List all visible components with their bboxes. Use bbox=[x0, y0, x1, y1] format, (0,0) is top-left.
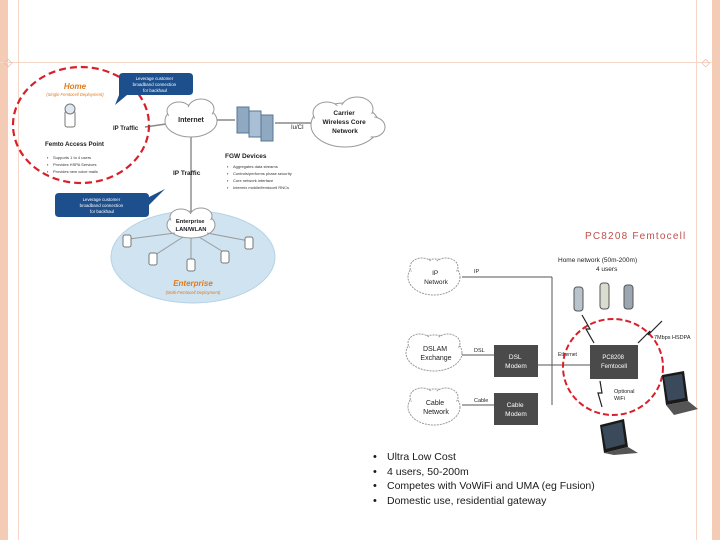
carrier-label: Carrier Wireless Core Network bbox=[322, 110, 367, 135]
svg-text:▪: ▪ bbox=[227, 178, 229, 183]
wireless-link-icon bbox=[581, 314, 595, 344]
svg-text:Aggregates data streams: Aggregates data streams bbox=[233, 164, 278, 169]
diamond-decoration: ◇ bbox=[4, 57, 13, 69]
slide-right-accent bbox=[712, 0, 720, 540]
svg-text:Provides new voice mails: Provides new voice mails bbox=[53, 169, 98, 174]
enterprise-femto-icons bbox=[122, 232, 254, 272]
frame-line-right bbox=[696, 0, 697, 540]
cable-network-label: Cable Network bbox=[423, 400, 449, 416]
laptop-icon bbox=[662, 371, 698, 415]
svg-text:▪: ▪ bbox=[47, 162, 49, 167]
home-bullets: ▪ Supports 1 to 4 users ▪ Provides HSPA … bbox=[47, 155, 98, 174]
optional-wifi-label: Optional WiFi bbox=[614, 389, 636, 402]
svg-text:▪: ▪ bbox=[227, 171, 229, 176]
enterprise-callout: Leverage customer broadband connection f… bbox=[55, 189, 165, 217]
svg-text:Core network interface: Core network interface bbox=[233, 178, 274, 183]
fgw-servers-icon bbox=[236, 106, 274, 142]
ip-traffic-top-label: IP Traffic bbox=[113, 126, 139, 132]
enterprise-lan-label: Enterprise LAN/WLAN bbox=[176, 219, 207, 233]
frame-line-left bbox=[18, 0, 19, 540]
ip-link-label: IP bbox=[474, 269, 480, 275]
home-users-label: 4 users bbox=[596, 266, 618, 273]
femtocell-highlight-circle bbox=[562, 318, 664, 416]
svg-text:Intermix mobile/femtocell RNCs: Intermix mobile/femtocell RNCs bbox=[233, 185, 289, 190]
bullet-item: Ultra Low Cost bbox=[370, 450, 700, 465]
fgw-label: FGW Devices bbox=[225, 153, 267, 160]
cable-network-cloud bbox=[407, 387, 461, 426]
pc8208-femtocell-diagram: PC8208 Femtocell Home network (50m-200m)… bbox=[405, 231, 698, 455]
femtocell-box-label: PC8208 Femtocell bbox=[601, 355, 627, 370]
svg-text:Controls/performs phase securi: Controls/performs phase security bbox=[233, 171, 292, 176]
enterprise-subtitle: (Multi-Femtocell Deployment) bbox=[166, 290, 221, 295]
dsl-modem-label: DSL Modem bbox=[505, 354, 527, 370]
dslam-cloud bbox=[405, 333, 463, 372]
wireless-link-icon bbox=[597, 380, 603, 408]
iucs-label: Iu/CI bbox=[291, 125, 304, 131]
carrier-core-cloud bbox=[310, 96, 386, 148]
home-highlight-circle bbox=[11, 65, 151, 185]
cable-link-label: Cable bbox=[474, 398, 488, 404]
internet-label: Internet bbox=[178, 117, 204, 124]
cable-modem-label: Cable Modem bbox=[505, 402, 527, 418]
svg-text:Provides HSPA Services: Provides HSPA Services bbox=[53, 162, 97, 167]
ip-network-label: IP Network bbox=[424, 270, 449, 286]
bullet-item: Domestic use, residential gateway bbox=[370, 494, 700, 509]
slide-left-accent bbox=[0, 0, 8, 540]
svg-text:▪: ▪ bbox=[47, 169, 49, 174]
fgw-bullets: ▪ Aggregates data streams ▪ Controls/per… bbox=[227, 164, 292, 190]
feature-bullet-list: Ultra Low Cost 4 users, 50-200m Competes… bbox=[370, 450, 700, 508]
svg-text:▪: ▪ bbox=[227, 185, 229, 190]
svg-text:Leverage customer broadb: Leverage customer broadband connection f… bbox=[133, 76, 178, 93]
dsl-modem-box bbox=[494, 345, 538, 377]
femtocell-box bbox=[590, 345, 638, 379]
ethernet-label: Ethernet bbox=[558, 352, 578, 358]
home-title: Home bbox=[64, 82, 87, 91]
mobile-phones-icon bbox=[573, 282, 634, 312]
ip-network-cloud bbox=[407, 257, 461, 296]
frame-line-top bbox=[0, 62, 720, 63]
home-callout: Leverage customer broadband connection f… bbox=[115, 73, 193, 105]
enterprise-lan-cloud bbox=[166, 207, 216, 239]
svg-text:Leverage customer broadb: Leverage customer broadband connection f… bbox=[80, 197, 125, 214]
dslam-label: DSLAM Exchange bbox=[420, 346, 451, 362]
bullet-item: Competes with VoWiFi and UMA (eg Fusion) bbox=[370, 479, 700, 494]
femtocell-network-diagram: Internet Carrier Wireless Core Network I… bbox=[11, 65, 386, 304]
ip-traffic-mid-label: IP Traffic bbox=[173, 170, 201, 177]
femto-access-point-icon bbox=[64, 103, 76, 128]
home-network-label: Home network (50m-200m) bbox=[558, 257, 637, 264]
home-subtitle: (Single Femtocell Deployment) bbox=[46, 92, 104, 97]
cable-modem-box bbox=[494, 393, 538, 425]
wireless-link-icon bbox=[637, 320, 663, 344]
svg-text:Supports 1 to 4 users: Supports 1 to 4 users bbox=[53, 155, 91, 160]
bullet-item: 4 users, 50-200m bbox=[370, 465, 700, 480]
dsl-link-label: DSL bbox=[474, 348, 485, 354]
pc8208-title: PC8208 Femtocell bbox=[585, 231, 686, 242]
internet-cloud bbox=[164, 98, 218, 138]
femto-ap-label: Femto Access Point bbox=[45, 141, 104, 148]
svg-text:▪: ▪ bbox=[47, 155, 49, 160]
svg-text:▪: ▪ bbox=[227, 164, 229, 169]
rate-label: 7Mbps HSDPA bbox=[654, 335, 691, 341]
diamond-decoration: ◇ bbox=[701, 57, 710, 69]
enterprise-title: Enterprise bbox=[173, 279, 213, 288]
